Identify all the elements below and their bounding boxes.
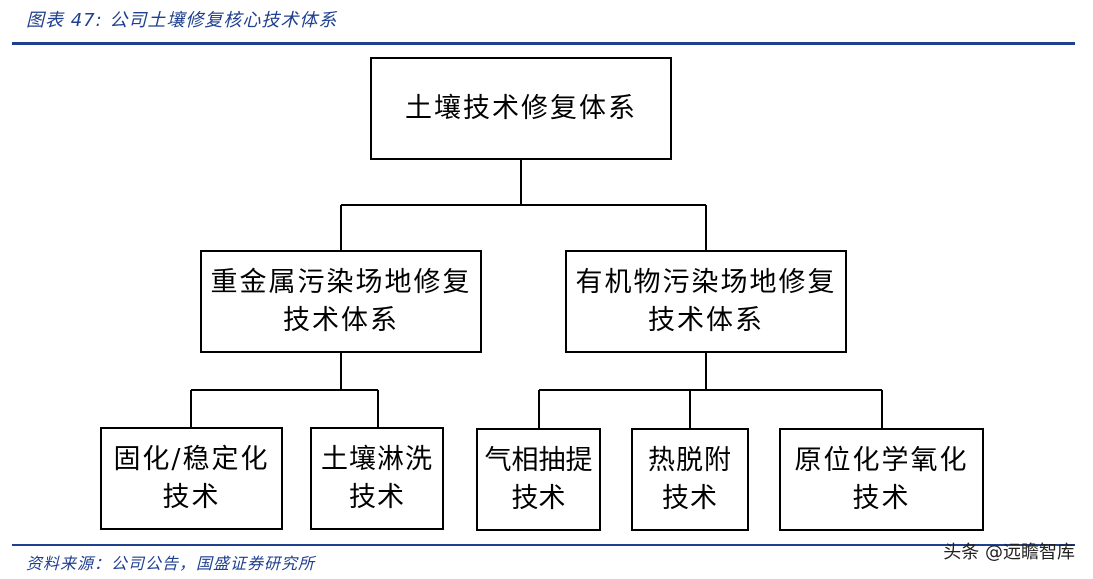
right-branch-node: 有机物污染场地修复 技术体系 <box>565 250 847 353</box>
left-branch-label-line2: 技术体系 <box>283 304 399 336</box>
leaf-3-label-line2: 技术 <box>511 482 566 514</box>
leaf-2-label-line2: 技术 <box>349 481 405 513</box>
leaf-4-label-line2: 技术 <box>662 482 718 514</box>
leaf-3-label-line1: 气相抽提 <box>484 444 593 476</box>
leaf-node-1: 固化/稳定化 技术 <box>100 427 283 530</box>
leaf-node-2: 土壤淋洗 技术 <box>310 427 444 530</box>
leaf-node-3: 气相抽提 技术 <box>476 428 601 531</box>
leaf-node-5: 原位化学氧化 技术 <box>779 428 984 531</box>
leaf-4-label-line1: 热脱附 <box>648 444 732 476</box>
root-node: 土壤技术修复体系 <box>370 57 672 160</box>
left-branch-node: 重金属污染场地修复 技术体系 <box>200 250 482 353</box>
leaf-5-label-line2: 技术 <box>852 482 911 514</box>
figure-caption: 图表 47: 公司土壤修复核心技术体系 <box>26 10 338 31</box>
leaf-1-label-line2: 技术 <box>162 481 221 513</box>
leaf-2-label-line1: 土壤淋洗 <box>321 443 433 475</box>
leaf-1-label-line1: 固化/稳定化 <box>113 443 270 475</box>
leaf-5-label-line1: 原位化学氧化 <box>794 444 969 476</box>
top-divider <box>12 42 1075 45</box>
watermark: 头条 @远瞻智库 <box>943 542 1075 563</box>
right-branch-label-line2: 技术体系 <box>648 304 764 336</box>
leaf-node-4: 热脱附 技术 <box>631 428 749 531</box>
right-branch-label-line1: 有机物污染场地修复 <box>575 266 837 298</box>
left-branch-label-line1: 重金属污染场地修复 <box>210 266 472 298</box>
root-node-label: 土壤技术修复体系 <box>405 92 637 124</box>
bottom-divider <box>12 544 1075 546</box>
source-note: 资料来源：公司公告，国盛证券研究所 <box>26 554 316 573</box>
